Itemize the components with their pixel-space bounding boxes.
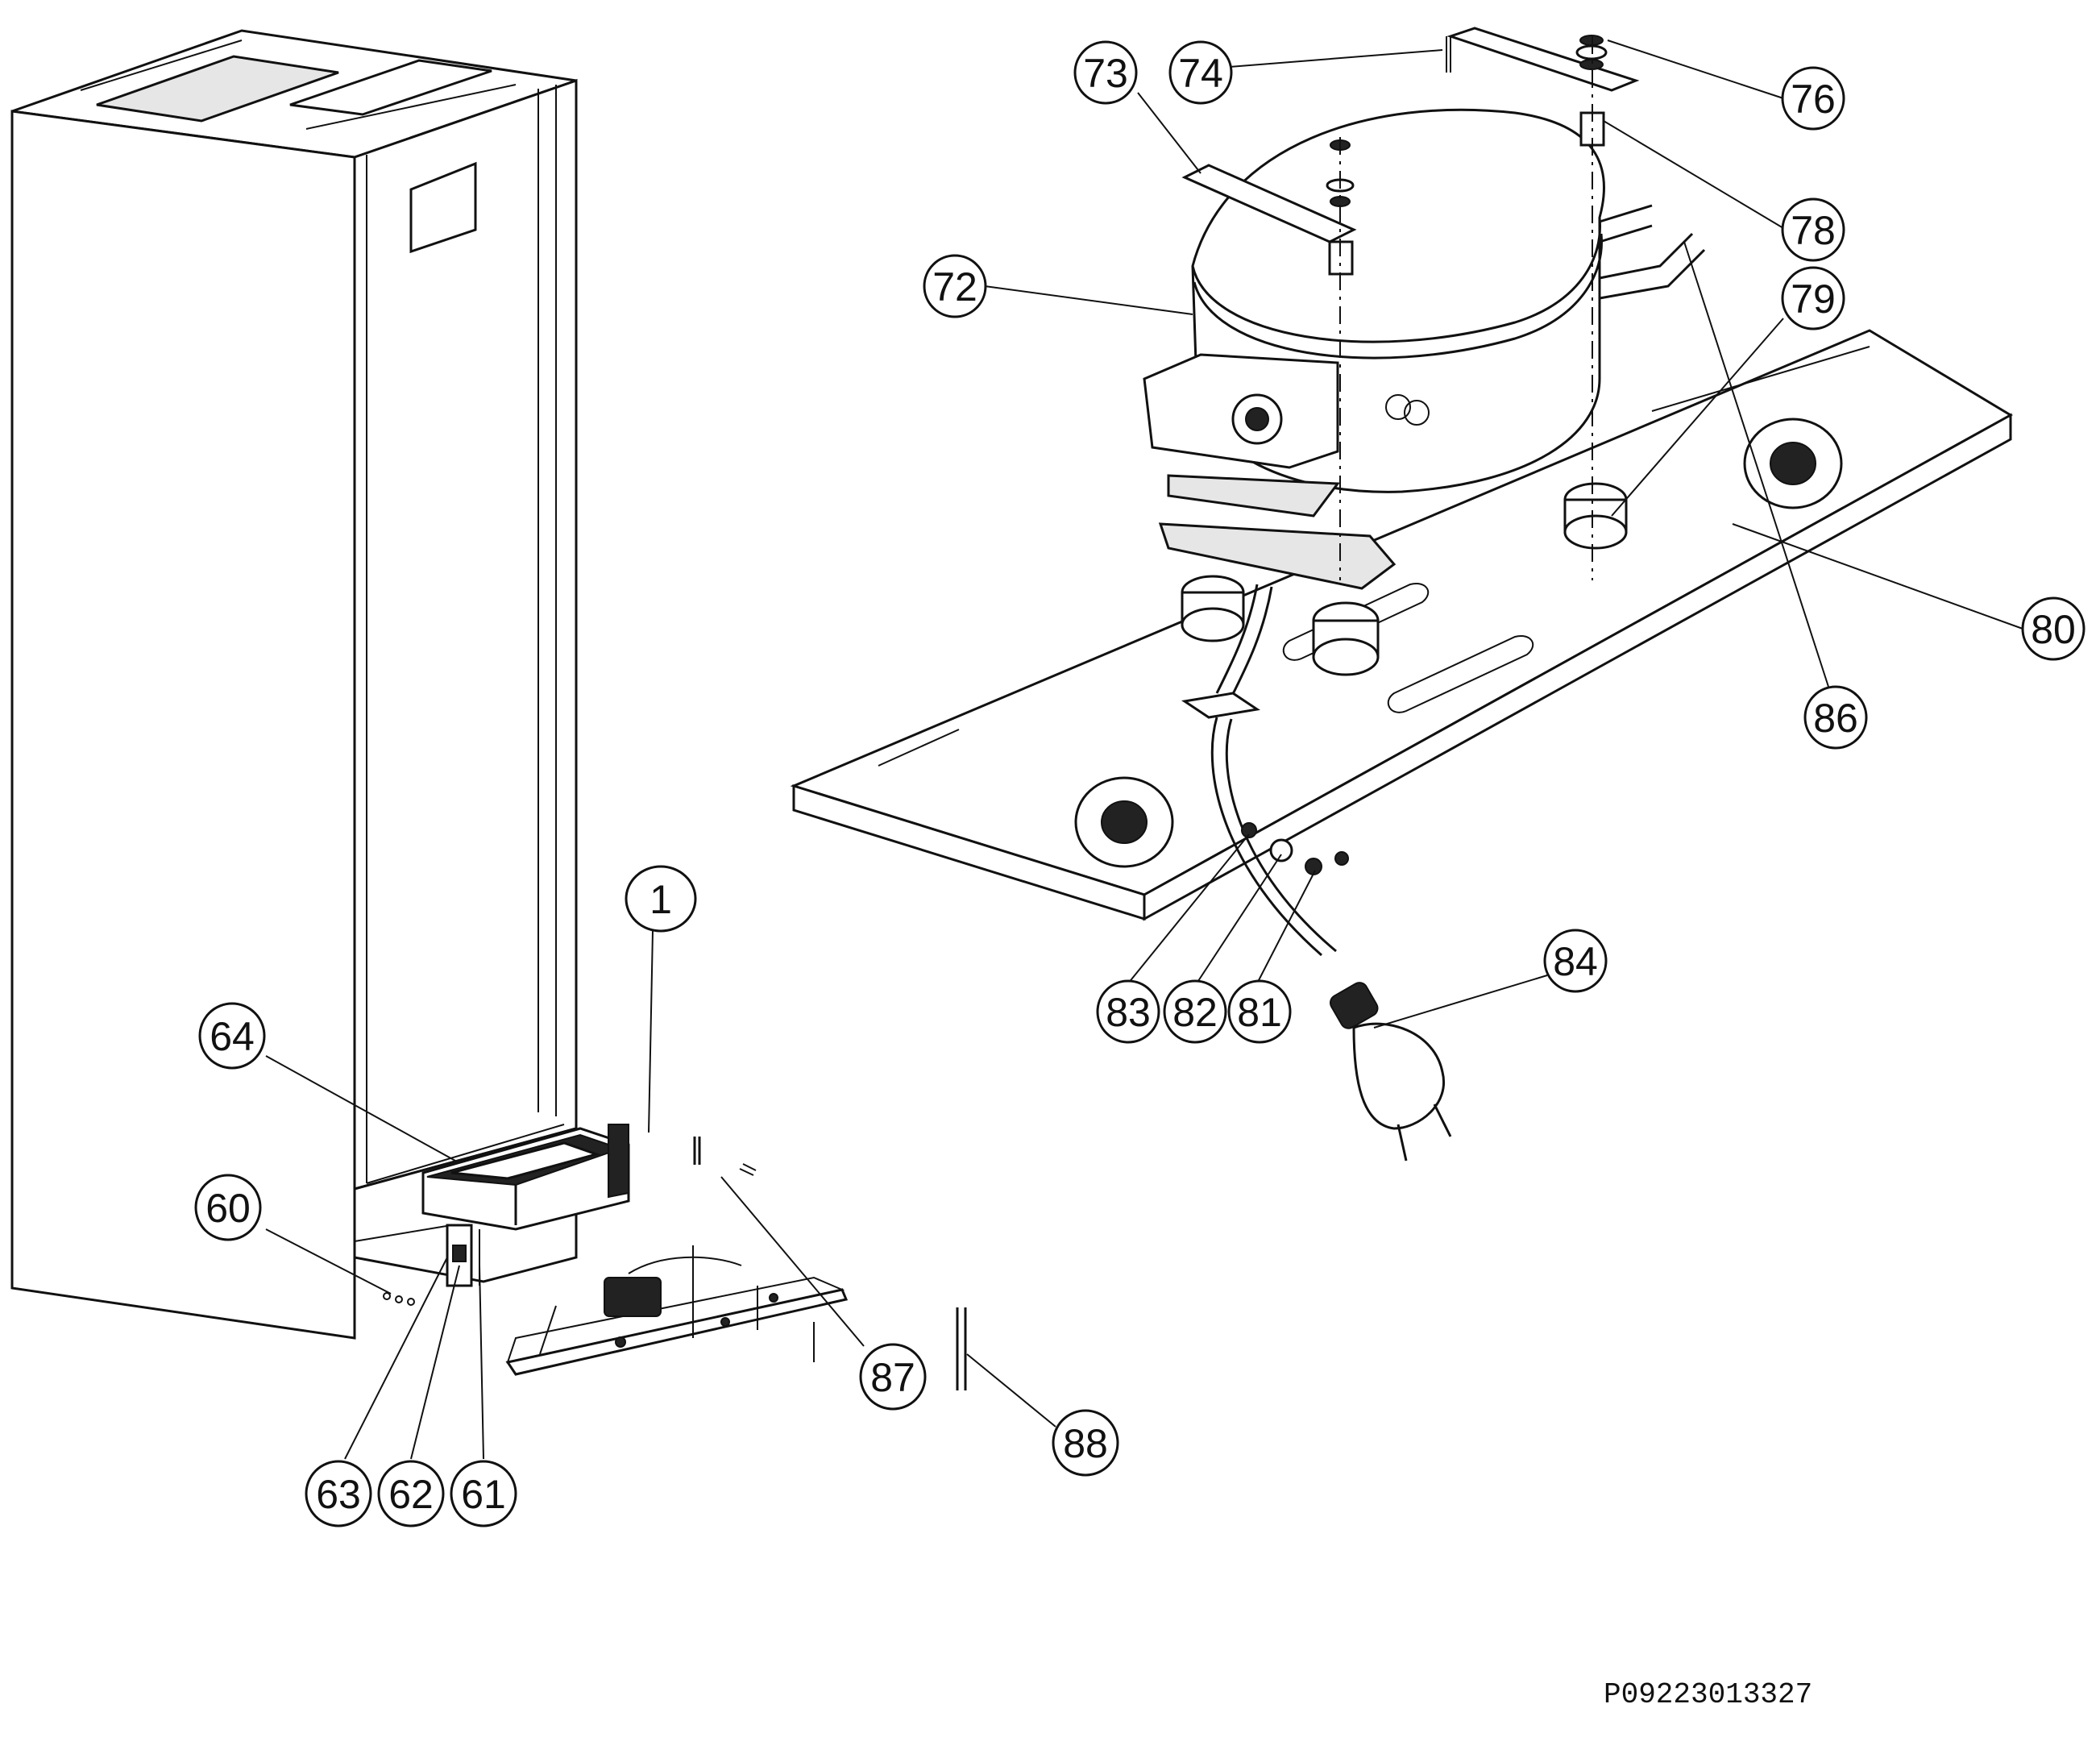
callout-82-label: 82	[1172, 990, 1218, 1035]
callout-83-label: 83	[1106, 990, 1151, 1035]
callout-64: 64	[198, 1002, 266, 1070]
callout-63-label: 63	[316, 1472, 361, 1517]
callout-86-label: 86	[1813, 696, 1858, 741]
refrigerator-cabinet	[10, 29, 578, 1340]
callout-76-label: 76	[1791, 77, 1836, 122]
part-88-rod	[956, 1307, 967, 1390]
callout-73-label: 73	[1083, 51, 1128, 96]
part-81-83-ground-screw	[1241, 822, 1349, 875]
callout-72: 72	[923, 254, 987, 318]
callout-79: 79	[1781, 266, 1845, 330]
callout-61: 61	[450, 1460, 517, 1527]
callout-88-label: 88	[1063, 1421, 1108, 1466]
callout-72-label: 72	[932, 264, 977, 310]
callout-74-label: 74	[1178, 51, 1223, 96]
callout-1-label: 1	[650, 877, 672, 922]
callout-80-label: 80	[2031, 607, 2076, 652]
base-plate	[790, 329, 2014, 921]
callout-78-label: 78	[1791, 208, 1836, 253]
callout-79-label: 79	[1791, 276, 1836, 322]
callout-78: 78	[1781, 197, 1845, 262]
callout-1: 1	[625, 865, 697, 933]
leader-lines	[265, 39, 2023, 1460]
callout-86: 86	[1803, 685, 1868, 750]
callout-74: 74	[1168, 40, 1233, 105]
callout-76: 76	[1781, 66, 1845, 131]
callout-82: 82	[1163, 979, 1227, 1044]
callout-88: 88	[1052, 1409, 1119, 1477]
callout-80: 80	[2021, 596, 2085, 661]
part-61-63-clips	[446, 1224, 480, 1287]
document-id: P09223013327	[1604, 1678, 1812, 1711]
callout-62-label: 62	[388, 1472, 434, 1517]
callout-73: 73	[1073, 40, 1138, 105]
callout-87: 87	[859, 1343, 927, 1411]
part-73-74-bracket	[1181, 27, 1640, 580]
callout-87-label: 87	[870, 1355, 915, 1400]
part-84-power-cord	[1181, 584, 1452, 1162]
part-87-control-board	[505, 1245, 849, 1376]
part-64-bracket-box	[421, 1124, 630, 1231]
callout-84: 84	[1543, 929, 1608, 993]
callout-64-label: 64	[210, 1014, 255, 1059]
callout-81: 81	[1227, 979, 1292, 1044]
callout-81-label: 81	[1237, 990, 1282, 1035]
small-fasteners	[693, 1137, 757, 1176]
callout-84-label: 84	[1553, 939, 1598, 984]
callout-61-label: 61	[461, 1472, 506, 1517]
callout-62: 62	[377, 1460, 445, 1527]
callout-83: 83	[1096, 979, 1160, 1044]
callout-60-label: 60	[205, 1186, 251, 1231]
callout-60: 60	[194, 1174, 262, 1241]
callout-63: 63	[305, 1460, 372, 1527]
